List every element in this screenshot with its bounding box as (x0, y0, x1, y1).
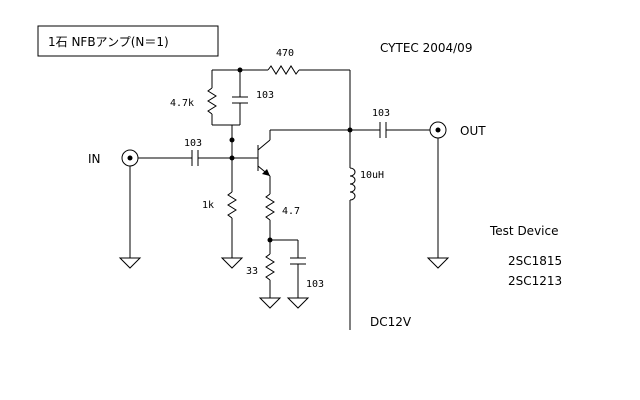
output-ground-symbol (426, 257, 450, 269)
title-text: 1石 NFBアンプ(N＝1) (48, 35, 169, 49)
emitter-resistor-label: 4.7 (282, 206, 300, 217)
emitter-cap-ground-symbol (286, 297, 310, 309)
feedback-resistor-label: 470 (276, 48, 294, 59)
title-box (37, 25, 219, 57)
output-label: OUT (460, 124, 486, 138)
emitter-capacitor (290, 240, 306, 298)
emitter-capacitor-label: 103 (306, 279, 324, 290)
bias-top-capacitor (232, 70, 248, 125)
test-device-heading: Test Device (489, 224, 558, 238)
credit-text: CYTEC 2004/09 (380, 41, 472, 55)
inductor-label: 10uH (360, 170, 384, 181)
bias-bottom-resistor-label: 1k (202, 200, 214, 211)
bias-top-resistor-label: 4.7k (170, 98, 194, 109)
inductor (349, 167, 356, 201)
input-ground-symbol (118, 257, 142, 269)
emitter-ground-symbol (258, 297, 282, 309)
bias-top-resistor (207, 70, 217, 125)
emitter-resistor-2 (265, 240, 275, 298)
input-connector (121, 149, 139, 167)
emitter-resistor-2-label: 33 (246, 266, 258, 277)
input-capacitor (191, 150, 199, 166)
input-label: IN (88, 152, 101, 166)
test-device-part-2: 2SC1213 (508, 274, 562, 288)
bias-top-capacitor-label: 103 (256, 90, 274, 101)
feedback-resistor (240, 65, 350, 75)
emitter-resistor (265, 193, 275, 240)
bias-ground-symbol (220, 257, 244, 269)
output-connector (429, 121, 447, 139)
transistor (257, 139, 271, 177)
output-capacitor-label: 103 (372, 108, 390, 119)
input-capacitor-label: 103 (184, 138, 202, 149)
output-capacitor (379, 122, 387, 138)
test-device-part-1: 2SC1815 (508, 254, 562, 268)
supply-label: DC12V (370, 315, 412, 329)
bias-bottom-resistor (227, 158, 237, 258)
